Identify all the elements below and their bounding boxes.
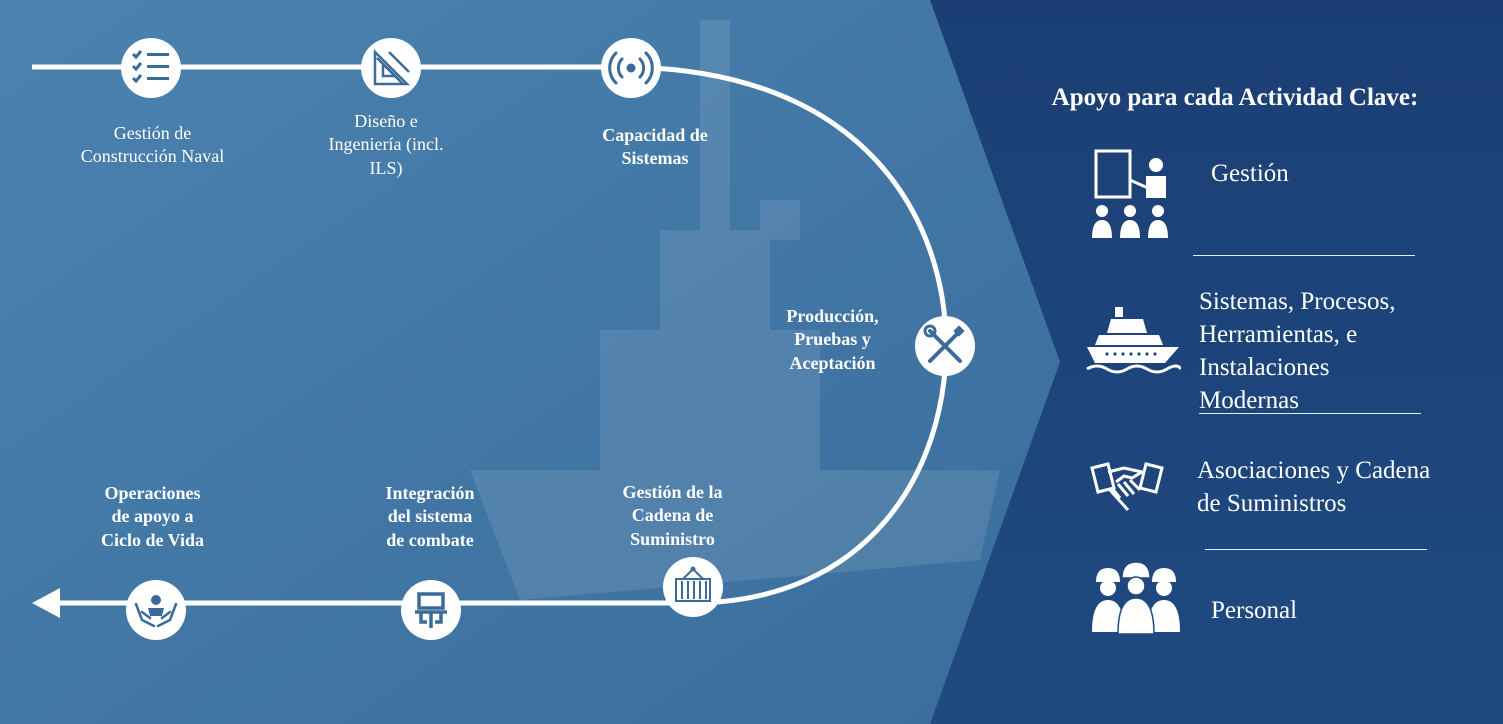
activity-divider <box>1205 549 1427 550</box>
broadcast-icon <box>608 51 654 85</box>
support-hands-icon <box>134 595 178 628</box>
process-node-label-diseno-ingenieria: Diseño e Ingeniería (incl.ILS) <box>296 110 476 180</box>
process-node-label-line: Diseño e <box>354 111 418 131</box>
process-node-label-line: Suministro <box>630 528 715 549</box>
process-node-label-capacidad-sistemas: Capacidad de Sistemas <box>560 124 750 171</box>
process-node-sistema-combate <box>401 580 461 640</box>
activity-personal-line: Personal <box>1211 597 1298 624</box>
presentation-icon <box>1092 149 1168 238</box>
process-node-label-line: Sistemas <box>621 148 689 169</box>
workers-icon <box>1092 562 1180 634</box>
process-node-diseno-ingenieria <box>361 38 421 98</box>
process-node-label-line: Operaciones <box>104 483 201 503</box>
panel-title: Apoyo para cada Actividad Clave: <box>1051 84 1419 111</box>
container-icon <box>675 566 711 602</box>
process-node-label-line: Cadena de <box>631 505 714 526</box>
process-node-label-line: de apoyo a <box>111 506 194 527</box>
process-node-label-line: Integración <box>385 483 475 503</box>
process-node-label-line: Capacidad de <box>602 125 708 145</box>
ship-icon <box>1086 307 1181 374</box>
process-node-ciclo-vida <box>126 580 186 640</box>
left-panel-chevron <box>0 0 1060 724</box>
activity-personal-label: Personal <box>1211 594 1297 627</box>
checklist-icon <box>131 50 169 84</box>
process-node-label-line: de combate <box>386 529 474 550</box>
drafting-tools-icon <box>373 48 411 86</box>
activity-sistemas-label: Sistemas, Procesos, Herramientas, e Inst… <box>1199 285 1396 417</box>
activity-divider <box>1199 413 1421 414</box>
process-node-label-line: Gestión de <box>113 123 192 143</box>
activity-asociaciones-label: Asociaciones y Cadena de Suministros <box>1197 454 1430 520</box>
process-node-gestion-construccion <box>121 38 181 98</box>
process-node-label-line: del sistema <box>387 506 473 527</box>
activity-asociaciones-line: de Suministros <box>1197 490 1347 517</box>
activity-sistemas-line: Sistemas, Procesos, <box>1199 288 1396 315</box>
activity-sistemas-line: Herramientas, e <box>1199 321 1358 348</box>
process-node-label-line: Pruebas y <box>794 329 871 350</box>
process-node-cadena-suministro <box>663 557 723 617</box>
activity-asociaciones-line: Asociaciones y Cadena <box>1197 457 1431 484</box>
process-node-label-line: Ciclo de Vida <box>100 529 204 550</box>
activity-sistemas-line: Modernas <box>1199 387 1299 414</box>
process-node-label-line: ILS) <box>369 157 403 178</box>
process-node-produccion <box>915 316 975 376</box>
activity-gestion-label: Gestión <box>1211 157 1289 190</box>
process-node-label-line: Aceptación <box>789 352 876 373</box>
process-node-label-line: Ingeniería (incl. <box>328 134 444 155</box>
path-arrowhead <box>32 588 60 618</box>
process-node-label-line: Gestión de la <box>622 482 723 502</box>
handshake-icon <box>1090 462 1164 512</box>
activity-divider <box>1193 255 1415 256</box>
ship-silhouette <box>470 20 1000 600</box>
activity-sistemas-line: Instalaciones <box>1199 354 1330 381</box>
activity-gestion-line: Gestión <box>1211 160 1289 187</box>
process-node-label-gestion-construccion: Gestión de Construcción Naval <box>40 122 265 169</box>
process-node-capacidad-sistemas <box>601 38 661 98</box>
combat-system-icon <box>415 592 447 628</box>
process-node-label-line: Producción, <box>786 306 879 326</box>
process-node-label-line: Construcción Naval <box>80 146 225 167</box>
process-node-circle <box>401 580 461 640</box>
